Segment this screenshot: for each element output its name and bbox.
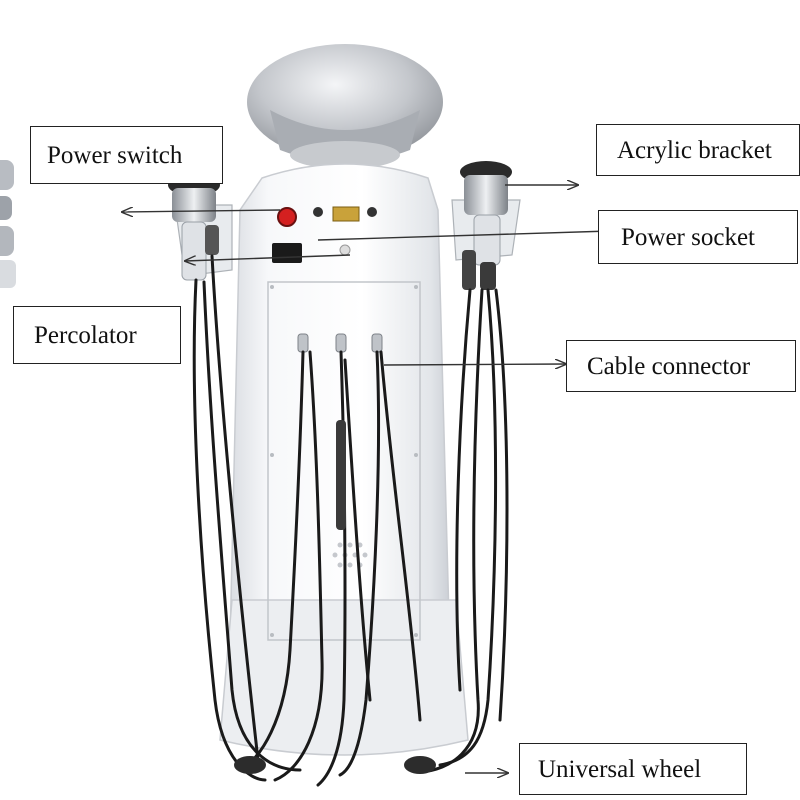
universal-wheels xyxy=(234,756,436,774)
power-switch-button xyxy=(277,207,297,227)
cable-connectors xyxy=(297,333,383,353)
probe-right xyxy=(460,161,512,290)
label-power-socket: Power socket xyxy=(598,210,798,264)
left-edge-device xyxy=(0,160,16,288)
arrow-percolator xyxy=(185,254,351,261)
arrow-power-switch xyxy=(122,210,281,212)
cable-handpiece xyxy=(336,420,346,530)
label-percolator: Percolator xyxy=(13,306,181,364)
label-acrylic-bracket: Acrylic bracket xyxy=(596,124,800,176)
arrow-cable-connector xyxy=(383,364,566,365)
arrow-power-socket xyxy=(317,231,610,241)
pointer-arrows xyxy=(122,185,610,773)
label-power-switch: Power switch xyxy=(30,126,223,184)
machine-head xyxy=(247,44,443,169)
power-socket-port xyxy=(272,243,302,263)
label-universal-wheel: Universal wheel xyxy=(519,743,747,795)
label-cable-connector: Cable connector xyxy=(566,340,796,392)
